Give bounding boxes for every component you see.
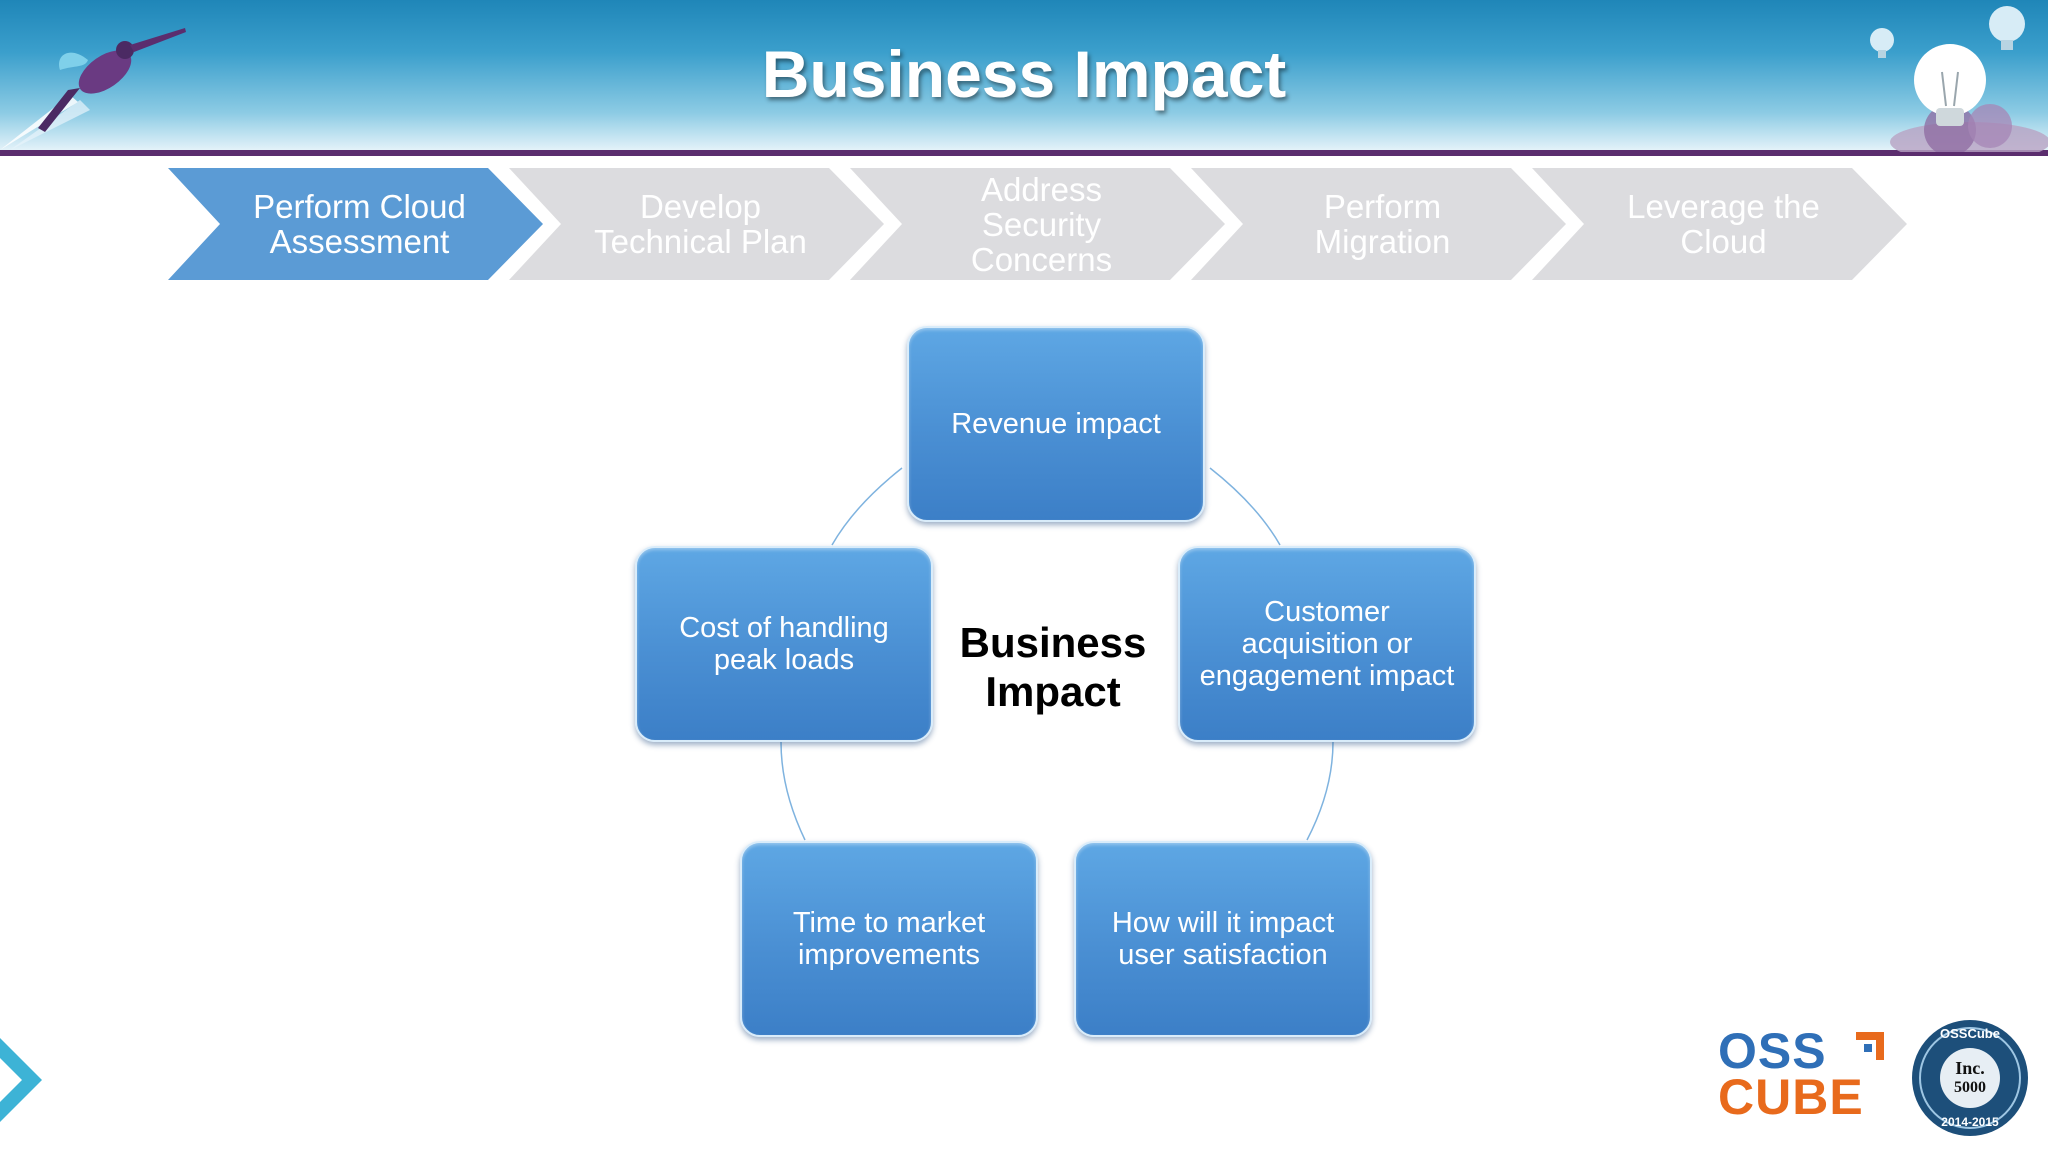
cycle-node-time-to-market: Time to market improvements <box>740 841 1038 1037</box>
slide-header <box>0 0 2048 150</box>
flying-hero-icon <box>0 28 186 150</box>
next-slide-arrow-icon[interactable] <box>0 1030 50 1130</box>
process-step-label: Leverage the Cloud <box>1627 188 1820 260</box>
cycle-node-label: Time to market improvements <box>792 907 986 971</box>
cycle-node-peak-loads: Cost of handling peak loads <box>635 546 933 742</box>
process-step-label: Develop Technical Plan <box>594 188 807 260</box>
osscube-logo: OSS CUBE <box>1718 1023 1864 1125</box>
cycle-node-label: Cost of handling peak loads <box>679 612 889 676</box>
cycle-node-customer-acquisition: Customer acquisition or engagement impac… <box>1178 546 1476 742</box>
svg-text:2014-2015: 2014-2015 <box>1941 1115 1999 1129</box>
header-divider <box>0 150 2048 156</box>
cycle-node-user-satisfaction: How will it impact user satisfaction <box>1074 841 1372 1037</box>
cycle-arc <box>1306 741 1334 841</box>
inc5000-seal-icon: Inc. 5000 OSSCube 2014-2015 <box>1912 1020 2028 1136</box>
process-step-perform-cloud-assessment: Perform Cloud Assessment <box>168 168 543 280</box>
logo-oss-text: OSS <box>1718 1023 1827 1079</box>
cycle-node-revenue-impact: Revenue impact <box>907 326 1205 522</box>
cycle-arc <box>780 741 806 841</box>
process-step-develop-technical-plan: Develop Technical Plan <box>509 168 884 280</box>
process-step-label: Perform Cloud Assessment <box>253 188 466 260</box>
svg-text:5000: 5000 <box>1954 1079 1986 1096</box>
cycle-center-label: Business Impact <box>959 619 1147 715</box>
svg-text:Inc.: Inc. <box>1955 1058 1985 1078</box>
cycle-node-label: Revenue impact <box>951 408 1161 440</box>
cycle-node-label: How will it impact user satisfaction <box>1111 907 1335 971</box>
svg-text:OSSCube: OSSCube <box>1940 1026 2000 1041</box>
logo-cube-text: CUBE <box>1718 1069 1864 1125</box>
process-step-label: Address Security Concerns <box>970 170 1113 278</box>
process-chevron-bar: Perform Cloud Assessment Develop Technic… <box>0 168 2048 283</box>
cycle-arc <box>1209 467 1281 546</box>
process-step-perform-migration: Perform Migration <box>1191 168 1566 280</box>
process-step-leverage-the-cloud: Leverage the Cloud <box>1532 168 1907 280</box>
cycle-node-label: Customer acquisition or engagement impac… <box>1199 596 1455 692</box>
slide-title: Business Impact <box>761 37 1287 111</box>
cycle-arc <box>831 467 903 546</box>
process-step-label: Perform Migration <box>1314 188 1451 260</box>
logo-cube-mark-icon <box>1856 1032 1884 1060</box>
process-step-address-security-concerns: Address Security Concerns <box>850 168 1225 280</box>
lightbulb-icon <box>1870 6 2048 152</box>
